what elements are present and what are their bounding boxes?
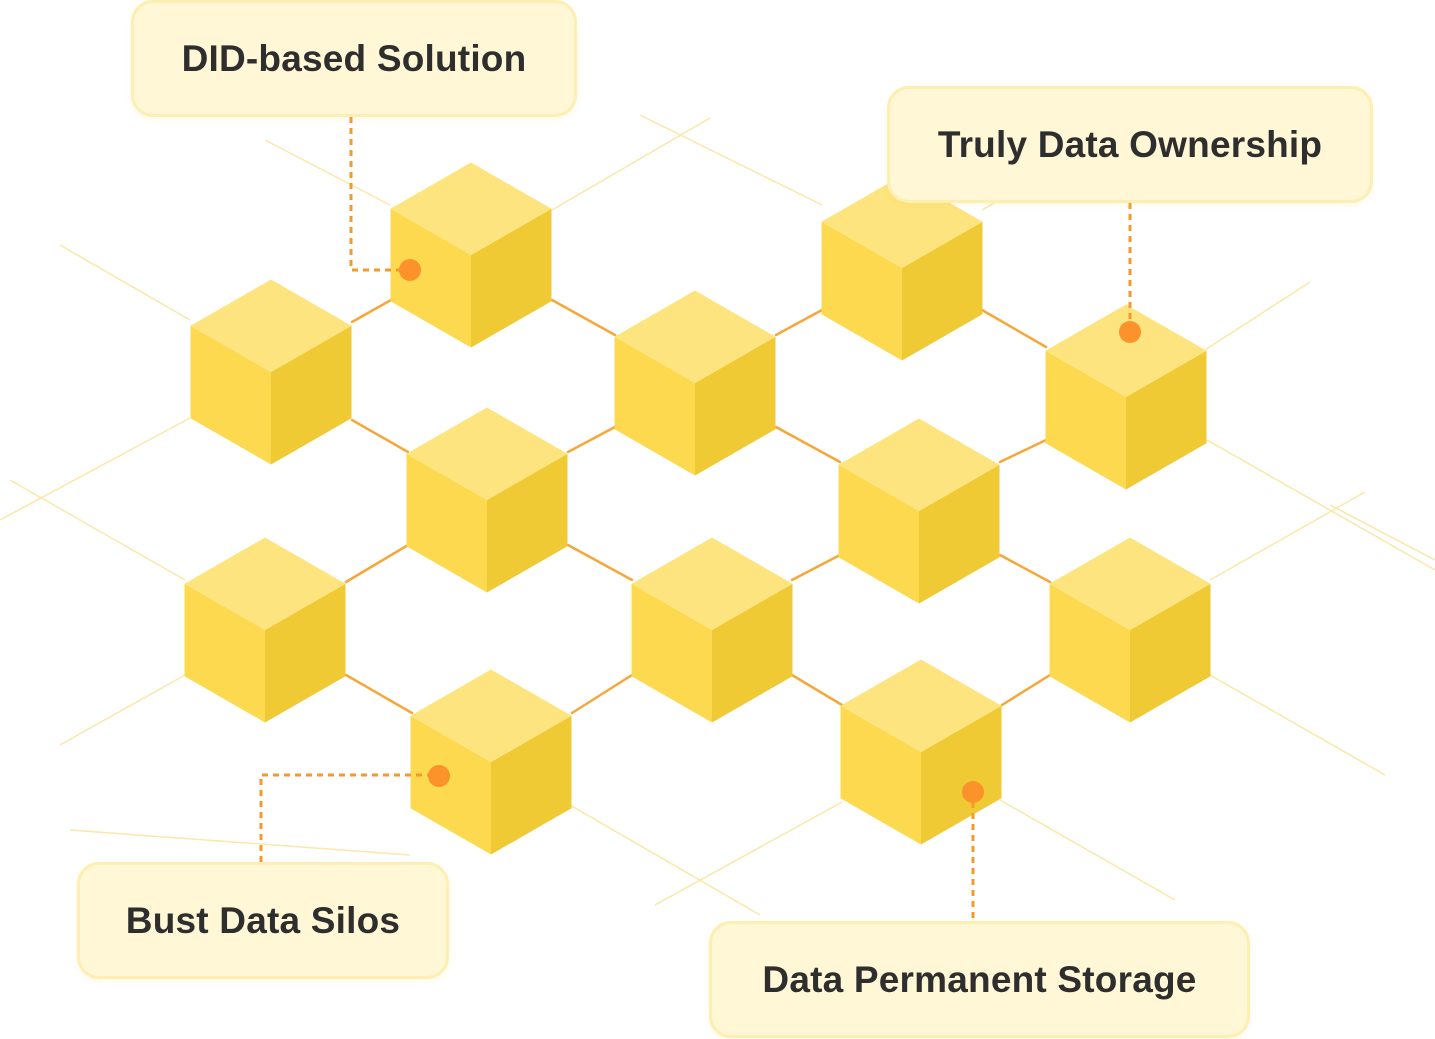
cube-top-face <box>631 537 793 630</box>
connector-line <box>790 553 842 582</box>
connector-line <box>1000 673 1052 707</box>
cube-icon <box>406 407 568 593</box>
did-callout-line <box>349 117 409 272</box>
faint-network-line <box>59 674 186 746</box>
cube-top-face <box>1045 304 1207 397</box>
faint-network-line <box>569 804 761 916</box>
cube-grid <box>184 162 1211 855</box>
cube-top-face <box>838 418 1000 511</box>
bust-data-silos-text: Bust Data Silos <box>125 899 401 941</box>
did-based-solution-label: DID-based Solution <box>131 0 577 117</box>
connector-line <box>350 418 410 454</box>
cube-icon <box>1049 537 1211 723</box>
connector-line <box>550 298 617 337</box>
cube-icon <box>190 279 352 465</box>
faint-network-line <box>639 114 823 206</box>
cube-top-face <box>840 659 1002 752</box>
connector-line <box>344 543 410 584</box>
callout-dot-icon <box>962 781 984 803</box>
faint-network-line <box>1206 439 1435 571</box>
connector-line <box>980 308 1048 349</box>
connector-line <box>566 425 617 454</box>
faint-network-line <box>1209 674 1386 776</box>
cube-icon <box>1045 304 1207 490</box>
faint-network-line <box>9 479 186 581</box>
truly-data-ownership-label: Truly Data Ownership <box>887 86 1373 203</box>
callout-dot-icon <box>428 765 450 787</box>
cube-top-face <box>390 162 552 255</box>
connector-line <box>998 438 1048 464</box>
cube-icon <box>821 175 983 361</box>
cube-icon <box>184 537 346 723</box>
faint-network-line <box>1209 491 1366 581</box>
truly-data-ownership-text: Truly Data Ownership <box>937 123 1323 165</box>
faint-network-line <box>1329 504 1435 561</box>
cube-icon <box>631 537 793 723</box>
callout-dot-icon <box>1119 321 1141 343</box>
cube-top-face <box>184 537 346 630</box>
cube-connector-lines <box>344 298 1052 715</box>
callout-dot-icon <box>399 259 421 281</box>
cube-icon <box>410 669 572 855</box>
faint-network-line <box>551 117 711 211</box>
cube-icon <box>614 290 776 476</box>
connector-line <box>570 673 634 715</box>
cube-top-face <box>614 290 776 383</box>
data-permanent-storage-text: Data Permanent Storage <box>762 958 1197 1000</box>
data-permanent-storage-label: Data Permanent Storage <box>709 921 1250 1038</box>
callout-leaders <box>259 117 1141 921</box>
faint-network-line <box>69 829 411 856</box>
cube-top-face <box>1049 537 1211 630</box>
connector-line <box>998 553 1052 584</box>
faint-network-line <box>59 244 191 321</box>
connector-line <box>774 308 824 337</box>
cube-top-face <box>190 279 352 372</box>
bust-data-silos-label: Bust Data Silos <box>77 862 449 979</box>
faint-network-line <box>264 139 391 206</box>
cube-icon <box>840 659 1002 845</box>
cube-top-face <box>406 407 568 500</box>
faint-network-line <box>654 801 843 906</box>
cube-icon <box>390 162 552 348</box>
connector-line <box>566 543 634 582</box>
faint-network-line <box>0 417 191 521</box>
cube-top-face <box>410 669 572 762</box>
did-based-solution-text: DID-based Solution <box>181 37 527 79</box>
cube-icon <box>838 418 1000 604</box>
faint-network-line <box>999 799 1176 901</box>
connector-line <box>790 673 844 707</box>
background-network-lines <box>0 114 1435 916</box>
connector-line <box>350 298 393 324</box>
faint-network-line <box>1204 281 1311 351</box>
connector-line <box>344 673 414 715</box>
connector-line <box>774 425 842 464</box>
